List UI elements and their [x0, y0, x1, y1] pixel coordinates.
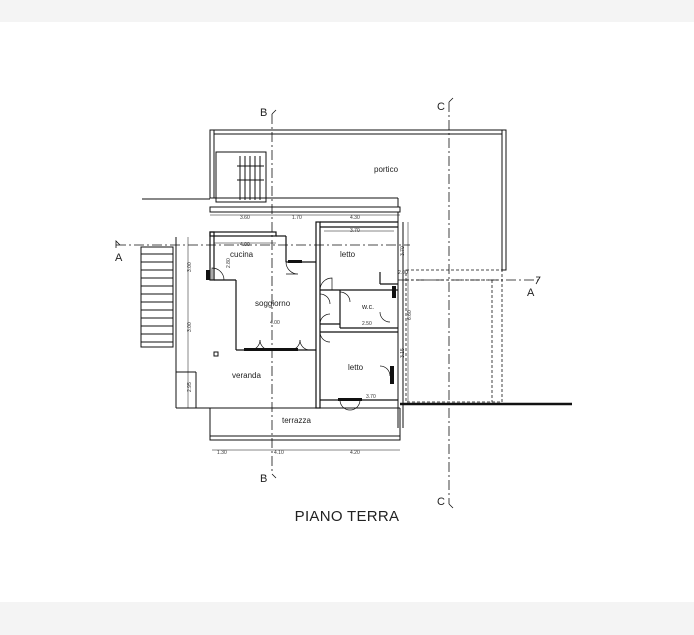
drawing-sheet: portico cucina letto soggiorno w.c. lett…: [0, 22, 694, 602]
room-label-letto-top: letto: [340, 250, 356, 259]
room-label-cucina: cucina: [230, 250, 254, 259]
section-mark-b-bottom: B: [260, 473, 267, 485]
dimension-label: 1.30: [217, 450, 227, 456]
section-mark-a-left: A: [115, 252, 123, 264]
floor-plan: portico cucina letto soggiorno w.c. lett…: [115, 97, 572, 509]
dimension-label: 3.60: [240, 215, 250, 221]
room-label-terrazza: terrazza: [282, 416, 311, 425]
plan-title: PIANO TERRA: [294, 508, 400, 525]
dimension-label: 3.70: [400, 246, 406, 256]
portico-structure: [209, 129, 507, 271]
dimension-label: 3.70: [350, 228, 360, 234]
dimension-label: 2.00: [398, 270, 408, 276]
room-label-soggiorno: soggiorno: [255, 299, 291, 308]
dimension-label: 4.20: [350, 450, 360, 456]
annex-outline: [405, 269, 503, 403]
dimension-label: 2.80: [226, 258, 232, 268]
dimension-lines: [187, 214, 409, 451]
side-stairs: [140, 246, 174, 348]
dimension-label: 4.10: [274, 450, 284, 456]
dimension-label: 3.70: [366, 394, 376, 400]
section-mark-b-top: B: [260, 107, 267, 119]
windows: [206, 260, 396, 401]
section-mark-a-right: A: [527, 287, 535, 299]
section-arrows: [115, 97, 541, 509]
section-lines: [116, 102, 538, 504]
doors: [211, 261, 391, 411]
room-label-wc: w.c.: [361, 304, 374, 311]
dimension-label: 3.00: [187, 262, 193, 272]
section-mark-c-bottom: C: [437, 496, 445, 508]
dimension-label: 2.50: [362, 321, 372, 327]
dimension-label: 6.60: [407, 310, 413, 320]
room-label-veranda: veranda: [232, 371, 261, 380]
terrace: [209, 351, 401, 441]
dimension-label: 4.30: [350, 215, 360, 221]
dimension-label: 3.00: [187, 322, 193, 332]
dimension-label: 4.00: [270, 320, 280, 326]
outer-walls: [142, 198, 404, 428]
dimension-label: 4.00: [240, 242, 250, 248]
section-mark-c-top: C: [437, 101, 445, 113]
dimension-label: 1.70: [292, 215, 302, 221]
room-label-portico: portico: [374, 165, 399, 174]
dimension-label: 3.15: [400, 348, 406, 358]
dimension-label: 2.95: [187, 382, 193, 392]
room-label-letto-bottom: letto: [348, 363, 364, 372]
portico-stairs: [215, 151, 267, 203]
